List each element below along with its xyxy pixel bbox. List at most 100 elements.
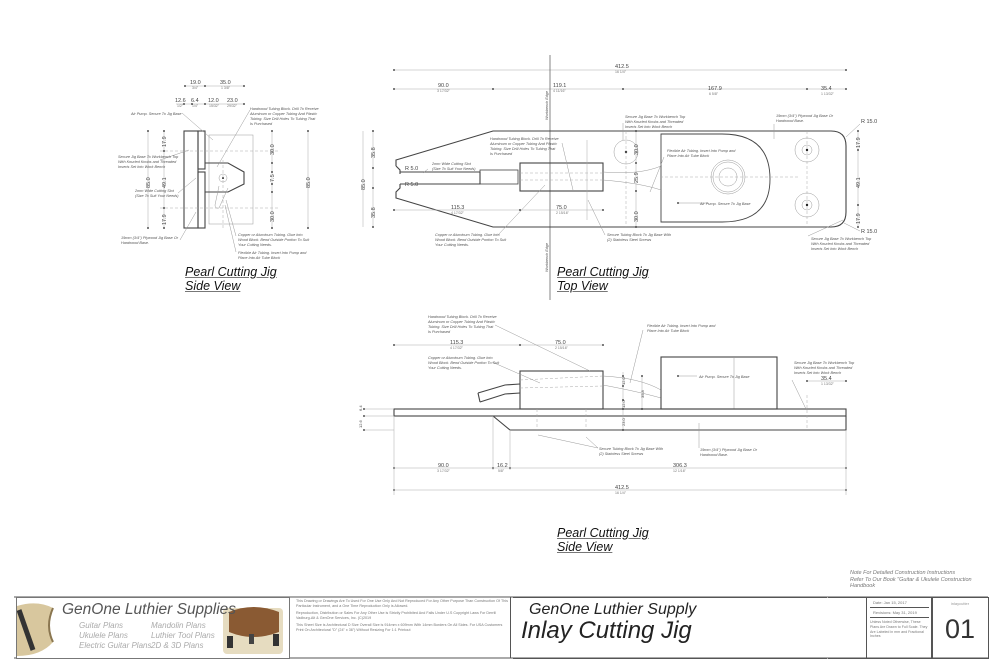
view-title-line: Pearl Cutting Jig <box>557 526 649 540</box>
dim-sublabel: 1 3/8" <box>221 86 231 90</box>
note-secure-block: Secure Tubing Block To Jig Base With <box>607 233 671 237</box>
dim-sublabel: 16 1/4" <box>615 491 627 495</box>
note-line: Hardwood Base. <box>121 241 149 245</box>
note-secure-base: Secure Jig Base To Workbench Top <box>811 237 871 241</box>
dim-label: 17.9 <box>856 137 862 148</box>
view-title-top: Pearl Cutting Jig Top View <box>557 265 649 293</box>
dim-label: 49.1 <box>162 177 168 188</box>
note-line: Hardwood Base. <box>700 453 728 457</box>
note-line: Place Into Air Tube Block <box>667 154 710 158</box>
top-view-drawing: 412.5 16 1/4" 90.0 3 17/32" 119.1 4 11/1… <box>361 55 877 300</box>
dim-label: 7.5 <box>270 174 276 182</box>
dim-label: 30.0 <box>634 144 640 155</box>
sheet-code: inlaycutter <box>950 601 970 606</box>
workbench-edge-label: Workbench Edge <box>545 91 549 120</box>
note-line: (2) Stainless Steel Screws <box>599 452 643 456</box>
dim-sublabel: 1 13/32" <box>821 92 835 96</box>
note-flex-tubing: Flexible Air Tubing. Insert Into Pump an… <box>238 251 307 255</box>
dim-sublabel: 5/8" <box>498 469 505 473</box>
scale-note: Unless Noted Otherwise, These Plans Are … <box>870 620 928 639</box>
legal-paragraph: This Sheet Size is Architectural D Size … <box>296 623 503 632</box>
sheet-number-box: inlaycutter 01 <box>931 597 989 659</box>
view-title-line: Pearl Cutting Jig <box>185 265 277 279</box>
note-tubing-block: Hardwood Tubing Block. Drill To Receive <box>490 137 559 141</box>
dim-label: 167.9 <box>708 86 722 92</box>
dim-sublabel: 4 17/32" <box>450 346 464 350</box>
dim-label: 17.9 <box>856 213 862 224</box>
divider <box>510 597 511 658</box>
note-line: Your Cutting Needs. <box>238 243 272 247</box>
dim-label: 12.6 <box>175 98 186 104</box>
note-tubing-block: Hardwood Tubing Block. Drill To Receive <box>250 107 319 111</box>
link-electric-guitar-plans[interactable]: Electric Guitar Plans <box>79 641 152 650</box>
dim-label: 85.0 <box>361 179 367 190</box>
legal-notice: This Drawing or Drawings Are To Used For… <box>296 599 508 636</box>
dim-label: 412.5 <box>615 64 629 70</box>
dim-label: 12.0 <box>208 98 219 104</box>
note-line: (Size To Suit Your Needs) <box>432 167 476 171</box>
dim-label: 25.9 <box>634 172 640 183</box>
note-line: Is Purchased <box>428 330 451 334</box>
dim-sublabel: 1/2" <box>177 104 184 108</box>
note-secure-block: Secure Tubing Block To Jig Base With <box>599 447 663 451</box>
note-line: Inserts Set Into Work Bench <box>625 125 672 129</box>
note-cutting-slot: 2mm Wide Cutting Slot <box>431 162 472 166</box>
view-title-line: Side View <box>557 540 613 554</box>
link-ukulele-plans[interactable]: Ukulele Plans <box>79 631 128 640</box>
note-line: With Knurled Knobs and Threaded <box>794 366 853 370</box>
dim-label: 35.4 <box>821 376 832 382</box>
dim-label: 306.3 <box>673 463 687 469</box>
drawing-title-block: GenOne Luthier Supply Inlay Cutting Jig <box>513 597 827 659</box>
dim-label: 35.8 <box>371 207 377 218</box>
note-line: Wood Block. Bend Outside Portion To Suit <box>428 361 500 365</box>
legal-paragraph: This Drawing or Drawings Are To Used For… <box>296 599 508 608</box>
note-line: Aluminum or Copper Tubing And Plastic <box>427 320 495 324</box>
dim-sublabel: 3/4" <box>192 86 199 90</box>
dim-label: 12.0 <box>621 399 626 408</box>
dim-sublabel: 29/32" <box>227 104 238 108</box>
note-plywood: 19mm (3/4") Plywood Jig Base Or <box>121 236 179 240</box>
link-mandolin-plans[interactable]: Mandolin Plans <box>151 621 206 630</box>
note-line: Is Purchased <box>250 122 273 126</box>
note-line: With Knurled Knobs and Threaded <box>811 242 870 246</box>
dim-sublabel: 1/4" <box>192 104 199 108</box>
note-line: Tubing. Size Drill Holes To Tubing That <box>490 147 556 151</box>
note-line: (Size To Suit Your Needs) <box>135 194 179 198</box>
note-air-pump: Air Pump. Secure To Jig Base <box>699 202 751 206</box>
link-guitar-plans[interactable]: Guitar Plans <box>79 621 124 630</box>
dim-label: 30.0 <box>634 211 640 222</box>
dim-sublabel: 15/32" <box>209 104 220 108</box>
dim-sublabel: 12 1/16" <box>673 469 687 473</box>
radius-label: R 5.0 <box>405 182 418 188</box>
dim-label: 75.0 <box>555 340 566 346</box>
legal-paragraph: Reproduction, Distribution or Sales For … <box>296 611 497 620</box>
dim-label: 17.9 <box>162 214 168 225</box>
view-title-side-small: Pearl Cutting Jig Side View <box>185 265 277 293</box>
dim-label: 35.4 <box>821 86 832 92</box>
note-copper-tubing: Copper or Aluminum Tubing. Glue Into <box>238 233 303 237</box>
note-secure-base: Secure Jig Base To Workbench Top <box>794 361 854 365</box>
note-flex-tubing: Flexible Air Tubing. Insert Into Pump an… <box>667 149 736 153</box>
dim-sublabel: 16 1/4" <box>615 70 627 74</box>
link-2d-3d-plans[interactable]: 2D & 3D Plans <box>151 641 204 650</box>
side-view-small-drawing: 19.0 3/4" 35.0 1 3/8" 12.6 1/2" 6.4 1/4"… <box>118 80 319 260</box>
dim-label: 6.4 <box>191 98 199 104</box>
note-line: Your Cutting Needs. <box>428 366 462 370</box>
note-cutting-slot: 2mm Wide Cutting Slot <box>134 189 175 193</box>
dim-label: 35.8 <box>640 389 645 398</box>
note-line: Wood Block. Bend Outside Portion To Suit <box>435 238 507 242</box>
link-luthier-tool-plans[interactable]: Luthier Tool Plans <box>151 631 215 640</box>
dim-sublabel: 2 15/16" <box>555 346 569 350</box>
workbench-edge-label: Workbench Edge <box>545 243 549 272</box>
dim-label: 49.1 <box>856 177 862 188</box>
note-line: Place Into Air Tube Block <box>238 256 281 260</box>
note-line: (2) Stainless Steel Screws <box>607 238 651 242</box>
dim-label: 119.1 <box>553 83 566 89</box>
radius-label: R 15.0 <box>861 229 877 235</box>
dim-sublabel: 6 5/8" <box>709 92 719 96</box>
brand-logo-banner: GenOne Luthier Supplies Guitar Plans Uku… <box>16 597 290 659</box>
dim-label: 75.0 <box>556 205 567 211</box>
dim-label: 30.0 <box>270 211 276 222</box>
view-title-line: Pearl Cutting Jig <box>557 265 649 279</box>
note-copper-tubing: Copper or Aluminum Tubing. Glue Into <box>435 233 500 237</box>
